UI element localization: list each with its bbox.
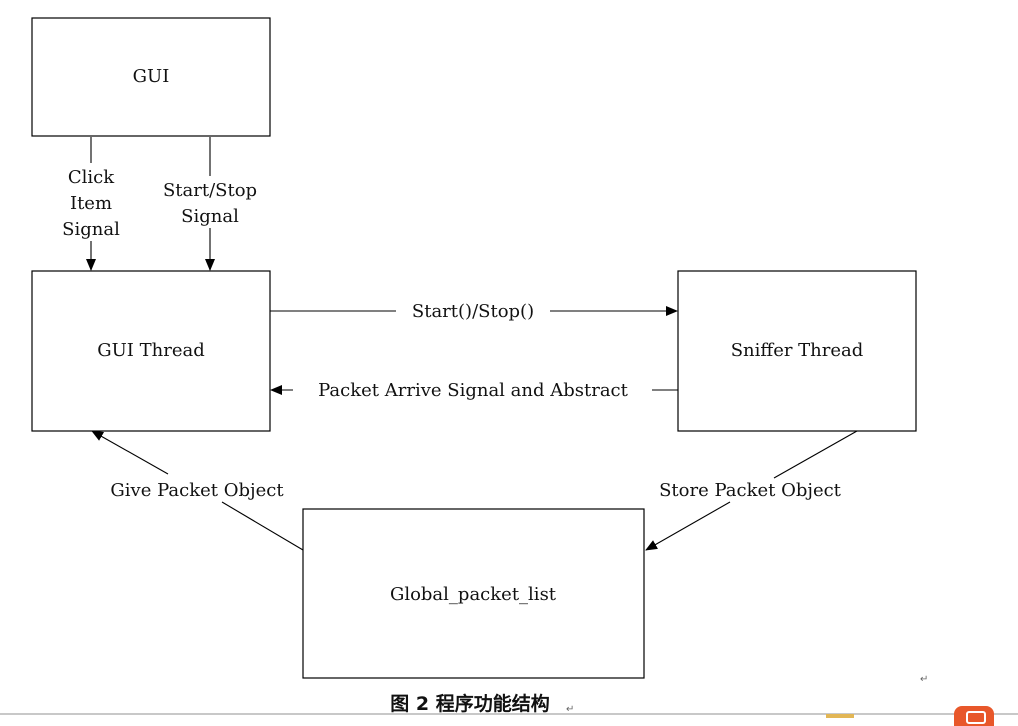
node-sniffer-thread-label: Sniffer Thread [731, 340, 864, 361]
edge-give-packet-object: Give Packet Object [91, 430, 304, 551]
node-gui-thread: GUI Thread [31, 270, 271, 432]
node-gui-label: GUI [133, 66, 170, 87]
edge-click-item-label-line-3: Signal [62, 219, 120, 240]
edge-start-stop-signal: Start/Stop Signal [163, 137, 257, 271]
edge-start-stop-call: Start()/Stop() [270, 301, 678, 322]
edge-click-item-signal: Click Item Signal [62, 137, 120, 271]
document-bottom-tab [826, 714, 854, 718]
edge-click-item-label-line-1: Click [68, 167, 115, 188]
node-global-packet-list-label: Global_packet_list [390, 584, 557, 605]
figure-caption: 图 2 程序功能结构 [390, 692, 549, 715]
edge-start-stop-label-line-1: Start/Stop [163, 180, 257, 201]
edge-give-packet-label: Give Packet Object [110, 480, 284, 501]
node-sniffer-thread: Sniffer Thread [677, 270, 917, 432]
edge-start-stop-label-line-2: Signal [181, 206, 239, 227]
node-gui-thread-label: GUI Thread [97, 340, 205, 361]
caption-paragraph-mark-icon: ↵ [566, 704, 574, 715]
edge-store-packet-object: Store Packet Object [645, 430, 858, 551]
edge-packet-arrive-signal: Packet Arrive Signal and Abstract [270, 380, 678, 401]
edge-click-item-label-line-2: Item [70, 193, 112, 214]
node-gui: GUI [31, 17, 271, 137]
paragraph-mark-icon: ↵ [920, 674, 928, 685]
node-global-packet-list: Global_packet_list [302, 508, 645, 679]
edge-start-stop-call-label: Start()/Stop() [412, 301, 534, 322]
app-corner-icon[interactable] [954, 706, 994, 726]
document-bottom-rule [0, 713, 1018, 715]
edge-store-packet-label: Store Packet Object [659, 480, 842, 501]
edge-packet-arrive-label: Packet Arrive Signal and Abstract [318, 380, 629, 401]
